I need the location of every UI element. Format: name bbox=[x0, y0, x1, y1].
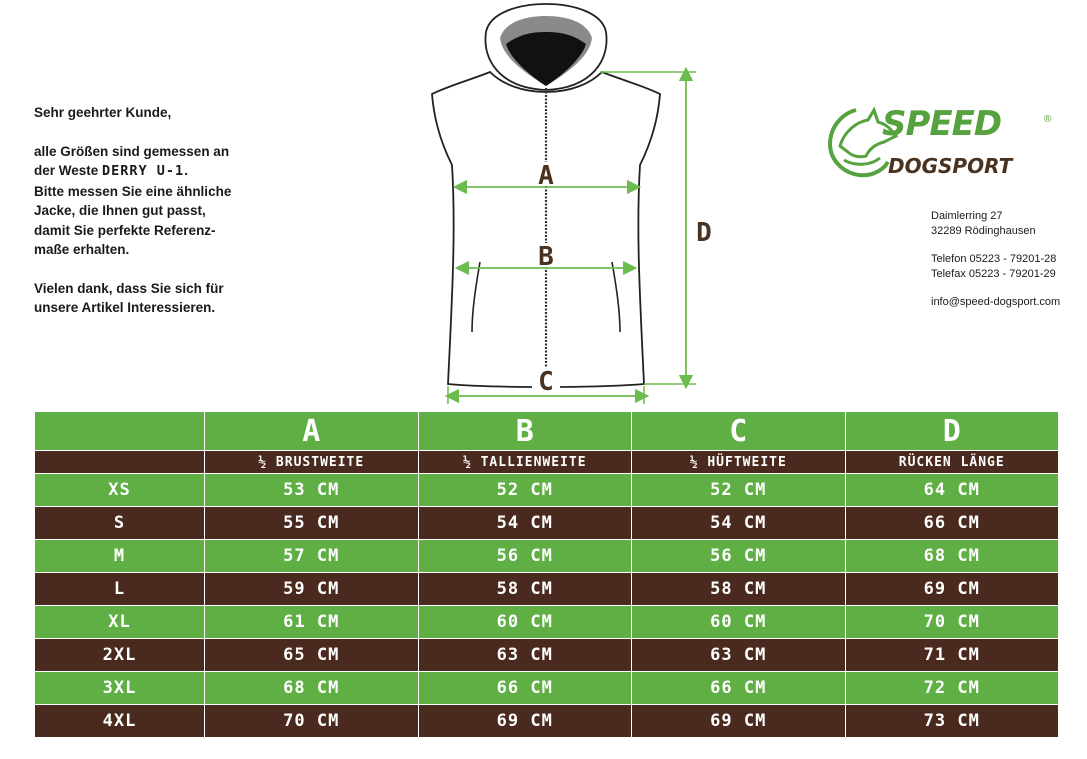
dog-head-icon bbox=[827, 106, 899, 178]
table-header-labels: ½ BRUSTWEITE ½ TALLIENWEITE ½ HÜFTWEITE … bbox=[34, 450, 1059, 474]
size-label: XL bbox=[34, 605, 205, 639]
size-label: S bbox=[34, 506, 205, 540]
table-header-letters: A B C D bbox=[34, 411, 1059, 451]
contact-block: Daimlerring 27 32289 Rödinghausen Telefo… bbox=[931, 209, 1060, 310]
logo-speed-text: SPEED bbox=[882, 104, 1002, 144]
label-c: C bbox=[538, 367, 554, 397]
contact-fax: Telefax 05223 - 79201-29 bbox=[931, 267, 1056, 280]
value-c: 56 CM bbox=[631, 539, 846, 573]
subheader-rueckenlaenge: RÜCKEN LÄNGE bbox=[844, 450, 1059, 474]
table-row: XL 61 CM 60 CM 60 CM 70 CM bbox=[34, 605, 1059, 639]
label-b: B bbox=[538, 242, 554, 272]
size-label: 2XL bbox=[34, 638, 205, 672]
value-a: 70 CM bbox=[204, 704, 419, 738]
intro-line: Bitte messen Sie eine ähnliche bbox=[34, 183, 232, 199]
thanks-line: unsere Artikel Interessieren. bbox=[34, 300, 216, 315]
size-label: 3XL bbox=[34, 671, 205, 705]
size-table: A B C D ½ BRUSTWEITE ½ TALLIENWEITE ½ HÜ… bbox=[34, 411, 1059, 738]
value-c: 58 CM bbox=[631, 572, 846, 606]
header-letter-b: B bbox=[417, 411, 632, 451]
header-letter-c: C bbox=[631, 411, 846, 451]
header-letter-a: A bbox=[204, 411, 419, 451]
table-row: S 55 CM 54 CM 54 CM 66 CM bbox=[34, 506, 1059, 540]
intro-text: Sehr geehrter Kunde, alle Größen sind ge… bbox=[34, 103, 264, 318]
vest-illustration: A B C D bbox=[431, 3, 712, 404]
value-a: 55 CM bbox=[204, 506, 419, 540]
value-b: 60 CM bbox=[417, 605, 632, 639]
table-row: XS 53 CM 52 CM 52 CM 64 CM bbox=[34, 473, 1059, 507]
value-b: 63 CM bbox=[417, 638, 632, 672]
value-a: 53 CM bbox=[204, 473, 419, 507]
contact-email: info@speed-dogsport.com bbox=[931, 296, 1061, 308]
speed-dogsport-logo: SPEED ® DOGSPORT bbox=[826, 100, 1066, 190]
greeting: Sehr geehrter Kunde, bbox=[34, 105, 172, 120]
value-d: 69 CM bbox=[844, 572, 1059, 606]
value-b: 58 CM bbox=[417, 572, 632, 606]
value-b: 52 CM bbox=[417, 473, 632, 507]
subheader-tallienweite: ½ TALLIENWEITE bbox=[417, 450, 632, 474]
contact-phone: Telefon 05223 - 79201-28 bbox=[931, 253, 1057, 265]
thanks-line: Vielen dank, dass Sie sich für bbox=[34, 280, 224, 296]
registered-mark: ® bbox=[1044, 114, 1052, 125]
value-c: 66 CM bbox=[631, 671, 846, 705]
size-label: M bbox=[34, 539, 205, 573]
size-label: L bbox=[34, 572, 205, 606]
logo-dogsport-text: DOGSPORT bbox=[888, 154, 1013, 178]
intro-line: Jacke, die Ihnen gut passt, bbox=[34, 203, 206, 218]
value-d: 68 CM bbox=[844, 539, 1059, 573]
subheader-empty bbox=[34, 450, 205, 474]
table-row: 4XL 70 CM 69 CM 69 CM 73 CM bbox=[34, 704, 1059, 738]
size-label: XS bbox=[34, 473, 205, 507]
contact-street: Daimlerring 27 bbox=[931, 210, 1003, 222]
table-row: L 59 CM 58 CM 58 CM 69 CM bbox=[34, 572, 1059, 606]
value-d: 73 CM bbox=[844, 704, 1059, 738]
intro-line-prefix: der Weste bbox=[34, 163, 103, 178]
size-label: 4XL bbox=[34, 704, 205, 738]
value-a: 61 CM bbox=[204, 605, 419, 639]
subheader-brustweite: ½ BRUSTWEITE bbox=[204, 450, 419, 474]
value-c: 63 CM bbox=[631, 638, 846, 672]
value-b: 56 CM bbox=[417, 539, 632, 573]
value-c: 69 CM bbox=[631, 704, 846, 738]
value-b: 54 CM bbox=[417, 506, 632, 540]
intro-line: alle Größen sind gemessen an bbox=[34, 143, 230, 159]
intro-line-suffix: . bbox=[184, 163, 188, 178]
vest-diagram: A B C D bbox=[420, 0, 740, 410]
table-row: 2XL 65 CM 63 CM 63 CM 71 CM bbox=[34, 638, 1059, 672]
value-d: 66 CM bbox=[844, 506, 1059, 540]
header-letter-d: D bbox=[844, 411, 1059, 451]
value-a: 57 CM bbox=[204, 539, 419, 573]
model-name: DERRY U-1 bbox=[102, 163, 185, 179]
value-a: 68 CM bbox=[204, 671, 419, 705]
table-row: M 57 CM 56 CM 56 CM 68 CM bbox=[34, 539, 1059, 573]
value-c: 52 CM bbox=[631, 473, 846, 507]
intro-line: maße erhalten. bbox=[34, 242, 130, 257]
value-b: 69 CM bbox=[417, 704, 632, 738]
value-c: 54 CM bbox=[631, 506, 846, 540]
contact-city: 32289 Rödinghausen bbox=[931, 224, 1036, 237]
value-b: 66 CM bbox=[417, 671, 632, 705]
intro-line: der Weste DERRY U-1. bbox=[34, 161, 264, 182]
label-a: A bbox=[538, 161, 554, 191]
header-empty bbox=[34, 411, 205, 451]
table-row: 3XL 68 CM 66 CM 66 CM 72 CM bbox=[34, 671, 1059, 705]
value-c: 60 CM bbox=[631, 605, 846, 639]
intro-line: damit Sie perfekte Referenz- bbox=[34, 222, 216, 238]
value-d: 72 CM bbox=[844, 671, 1059, 705]
value-a: 59 CM bbox=[204, 572, 419, 606]
label-d: D bbox=[696, 218, 712, 248]
hood-lining bbox=[506, 32, 586, 86]
value-d: 71 CM bbox=[844, 638, 1059, 672]
subheader-hueftweite: ½ HÜFTWEITE bbox=[631, 450, 846, 474]
value-a: 65 CM bbox=[204, 638, 419, 672]
value-d: 64 CM bbox=[844, 473, 1059, 507]
value-d: 70 CM bbox=[844, 605, 1059, 639]
